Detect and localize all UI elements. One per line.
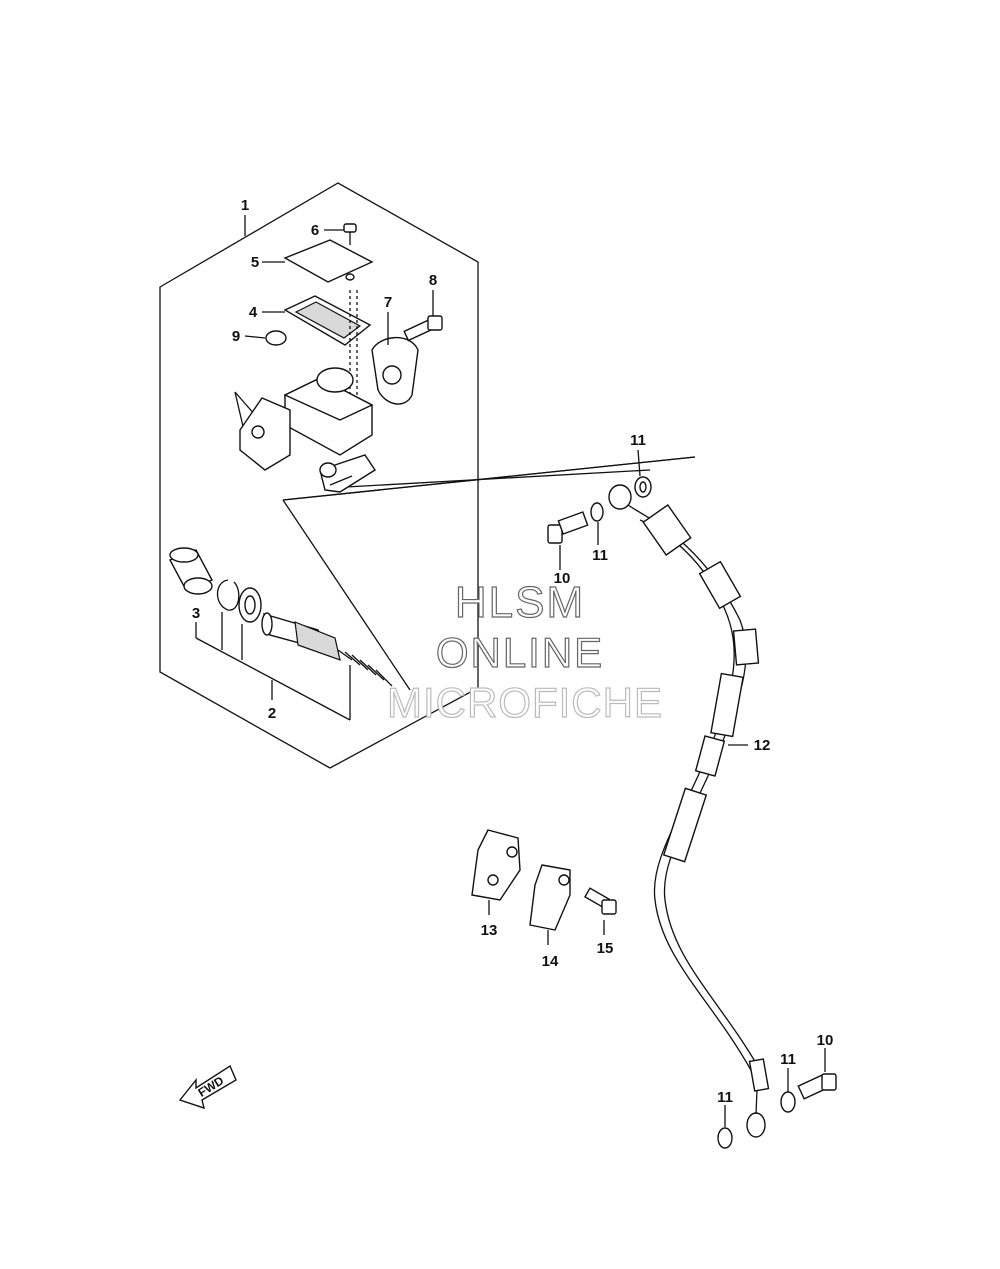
callout-14: 14 [542,953,559,970]
part-washer-seal [238,587,262,623]
callout-13: 13 [481,922,498,939]
callout-4: 4 [249,304,258,321]
watermark-line-3: MICROFICHE [387,679,663,726]
part-washer-lower-a [717,1127,733,1149]
assembly-outline [159,182,479,769]
part-circlip [216,579,240,611]
leader-brackets [195,612,351,721]
callout-15: 15 [597,940,614,957]
part-screw [343,223,357,245]
part-hose-clamp-14 [529,864,571,945]
fwd-arrow-icon: FWD [178,1064,237,1110]
callout-8: 8 [429,272,437,289]
part-clamp-bolt-15 [584,887,617,935]
part-clamp [371,336,419,405]
part-washer-lower-b [780,1091,796,1113]
callout-2: 2 [268,705,276,722]
part-banjo-bolt-lower [797,1073,837,1100]
callout-10-lower: 10 [817,1032,834,1049]
part-master-cylinder [239,367,376,493]
callout-1: 1 [241,197,249,214]
part-washer-upper-b [634,476,652,498]
part-piston-boot [169,547,213,595]
part-clutch-hose [608,484,770,1138]
guide-lines [234,391,696,691]
leader-lines [244,229,826,1127]
part-piston-set [261,612,393,687]
callout-labels: 1 2 3 4 5 6 7 8 9 10 10 11 11 11 11 12 1… [192,197,834,1106]
part-hose-clamp-13 [471,829,521,915]
callout-5: 5 [251,254,259,271]
part-reservoir-cap [283,239,374,283]
callout-11-top: 11 [630,432,646,449]
callout-11-lower-left: 11 [717,1089,733,1106]
callout-6: 6 [311,222,319,239]
watermark-line-1: HLSM [455,578,585,627]
callout-12: 12 [754,737,771,754]
part-plug [265,330,287,346]
part-clamp-bolt [403,315,443,342]
callout-11-mid: 11 [592,547,608,564]
watermark: HLSM ONLINE MICROFICHE [386,577,663,726]
callout-7: 7 [384,294,392,311]
part-diaphragm-plate [283,290,372,420]
callout-10-upper: 10 [554,570,571,587]
watermark-line-2: ONLINE [436,629,604,676]
callout-9: 9 [232,328,240,345]
callout-3: 3 [192,605,200,622]
callout-11-lower-right: 11 [780,1051,796,1068]
part-banjo-bolt-upper [547,511,589,544]
part-washer-upper-a [590,502,604,522]
